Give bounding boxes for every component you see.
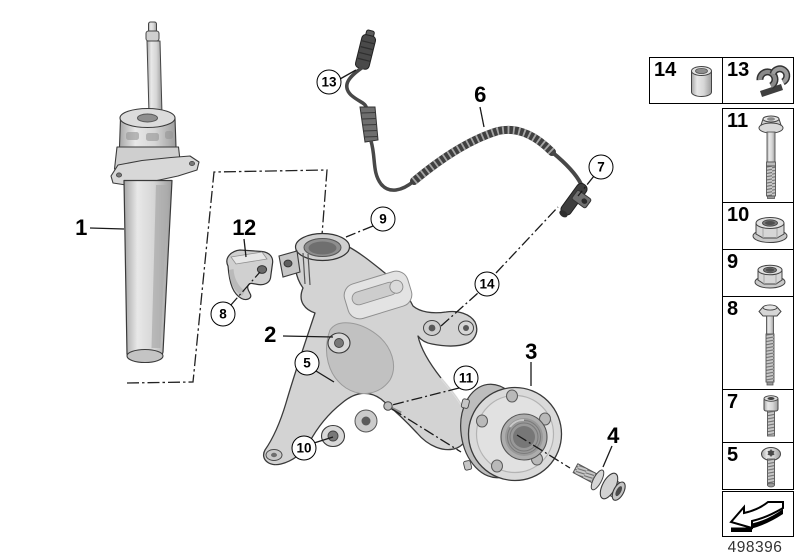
sidebar-item-number: 11 bbox=[727, 110, 749, 132]
sidebar-item-number: 8 bbox=[727, 298, 739, 320]
zone-boundary-lines bbox=[126, 169, 328, 384]
figure-number: 498396 bbox=[727, 539, 783, 556]
sidebar-footer-arrow[interactable] bbox=[722, 491, 794, 537]
sidebar-item-number: 9 bbox=[727, 251, 739, 273]
sidebar-item-number: 7 bbox=[727, 391, 739, 413]
flange-nut-large-icon bbox=[752, 217, 788, 243]
callout-13[interactable]: 13 bbox=[316, 69, 342, 95]
sidebar-item-13[interactable]: 13 bbox=[722, 57, 794, 104]
steering-knuckle-illustration bbox=[263, 232, 478, 466]
sidebar-item-9[interactable]: 9 bbox=[722, 249, 794, 297]
sidebar-item-11[interactable]: 11 bbox=[722, 108, 794, 203]
strut-illustration bbox=[110, 21, 200, 364]
callout-3[interactable]: 3 bbox=[525, 339, 537, 364]
wheel-hub-illustration bbox=[460, 383, 563, 482]
callout-7[interactable]: 7 bbox=[588, 154, 614, 180]
hex-bolt-long-icon bbox=[758, 304, 782, 386]
callout-5[interactable]: 5 bbox=[294, 350, 320, 376]
flange-bolt-icon bbox=[758, 115, 784, 199]
sidebar-item-14[interactable]: 14 bbox=[649, 57, 723, 104]
sidebar-item-number: 5 bbox=[727, 444, 739, 466]
spacer-sleeve-icon bbox=[691, 66, 712, 97]
callout-12[interactable]: 12 bbox=[232, 215, 256, 240]
callout-2[interactable]: 2 bbox=[264, 322, 276, 347]
flange-nut-icon bbox=[754, 264, 786, 289]
callout-6[interactable]: 6 bbox=[474, 82, 486, 107]
sidebar-item-7[interactable]: 7 bbox=[722, 389, 794, 443]
direction-arrow-icon bbox=[729, 501, 784, 532]
sidebar-item-number: 13 bbox=[727, 59, 750, 81]
callout-8[interactable]: 8 bbox=[210, 301, 236, 327]
callout-9[interactable]: 9 bbox=[370, 206, 396, 232]
sidebar-item-8[interactable]: 8 bbox=[722, 296, 794, 390]
abs-sensor-cable-illustration bbox=[345, 29, 592, 218]
leader-lines bbox=[89, 69, 613, 469]
torx-pan-screw-icon bbox=[761, 447, 781, 488]
sidebar-item-number: 14 bbox=[654, 59, 677, 81]
sidebar-item-5[interactable]: 5 bbox=[722, 442, 794, 490]
sidebar-item-number: 10 bbox=[727, 204, 750, 226]
callout-14[interactable]: 14 bbox=[474, 271, 500, 297]
callout-1[interactable]: 1 bbox=[75, 215, 87, 240]
sidebar-item-10[interactable]: 10 bbox=[722, 202, 794, 250]
callout-11[interactable]: 11 bbox=[453, 365, 479, 391]
axle-bolt-illustration bbox=[572, 463, 626, 501]
socket-head-screw-icon bbox=[763, 395, 779, 437]
clamp-bracket-illustration bbox=[226, 249, 274, 301]
cable-clip-icon bbox=[756, 65, 791, 97]
callout-10[interactable]: 10 bbox=[291, 435, 317, 461]
callout-4[interactable]: 4 bbox=[607, 423, 619, 448]
